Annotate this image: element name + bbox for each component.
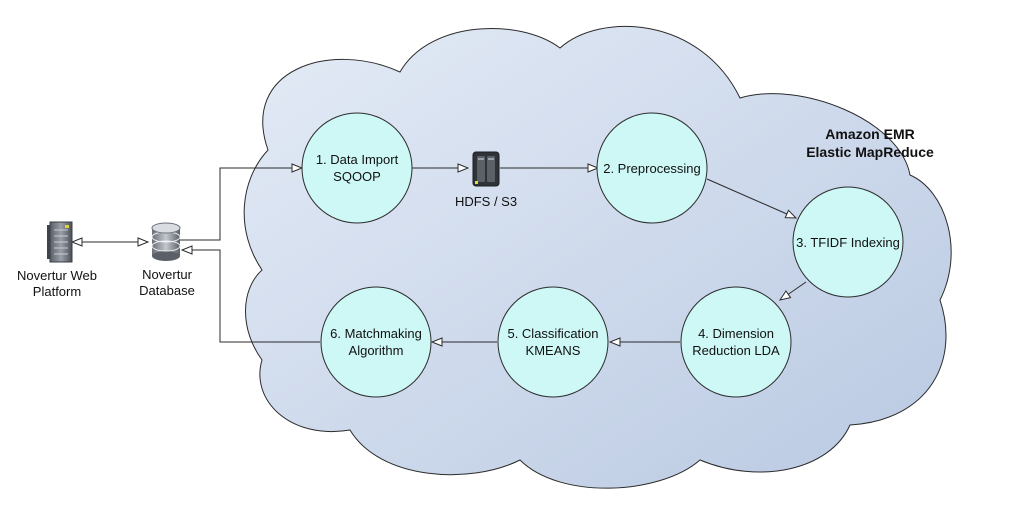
web-server-icon bbox=[47, 221, 73, 263]
edge-tfidf-to-lda bbox=[780, 281, 807, 300]
node-classification bbox=[497, 286, 609, 398]
storage-server-icon bbox=[472, 151, 500, 187]
database-label: Novertur Database bbox=[122, 267, 212, 299]
node-matchmaking-line2: Algorithm bbox=[348, 343, 404, 358]
node-preprocessing-line1: 2. Preprocessing bbox=[603, 160, 701, 176]
node-matchmaking-label: 6. Matchmaking Algorithm bbox=[321, 322, 431, 362]
cloud-title-line2: Elastic MapReduce bbox=[806, 144, 934, 160]
node-classification-line1: 5. Classification bbox=[507, 326, 599, 341]
node-tfidf-indexing bbox=[792, 186, 904, 298]
web-platform-label: Novertur Web Platform bbox=[2, 268, 112, 300]
node-tfidf-line1: 3. TFIDF Indexing bbox=[796, 234, 900, 250]
node-classification-label: 5. Classification KMEANS bbox=[498, 322, 608, 362]
database-label-line1: Novertur bbox=[142, 267, 192, 282]
node-classification-line2: KMEANS bbox=[525, 343, 581, 358]
node-data-import-line2: SQOOP bbox=[333, 169, 381, 184]
cloud-title-line1: Amazon EMR bbox=[825, 126, 915, 142]
node-preprocessing-label: 2. Preprocessing bbox=[597, 158, 707, 178]
database-label-line2: Database bbox=[139, 283, 195, 298]
edge-matchmaking-to-db bbox=[182, 250, 320, 343]
edge-preprocessing-to-tfidf bbox=[706, 178, 796, 218]
database-icon bbox=[151, 222, 181, 261]
cloud-title: Amazon EMR Elastic MapReduce bbox=[780, 125, 960, 161]
edge-db-to-import bbox=[180, 168, 302, 241]
web-platform-label-line1: Novertur Web bbox=[17, 268, 97, 283]
node-dimension-line1: 4. Dimension bbox=[698, 326, 774, 341]
node-data-import-label: 1. Data Import SQOOP bbox=[307, 148, 407, 188]
node-preprocessing bbox=[596, 112, 708, 224]
web-platform-label-line2: Platform bbox=[32, 284, 82, 299]
node-dimension-line2: Reduction LDA bbox=[692, 343, 780, 358]
node-matchmaking bbox=[320, 286, 432, 398]
storage-label: HDFS / S3 bbox=[454, 194, 518, 209]
node-matchmaking-line1: 6. Matchmaking bbox=[330, 326, 422, 341]
node-data-import bbox=[301, 112, 413, 224]
node-tfidf-label: 3. TFIDF Indexing bbox=[788, 232, 908, 252]
node-dimension-reduction bbox=[680, 286, 792, 398]
node-dimension-label: 4. Dimension Reduction LDA bbox=[681, 322, 791, 362]
node-data-import-line1: 1. Data Import bbox=[315, 152, 399, 167]
